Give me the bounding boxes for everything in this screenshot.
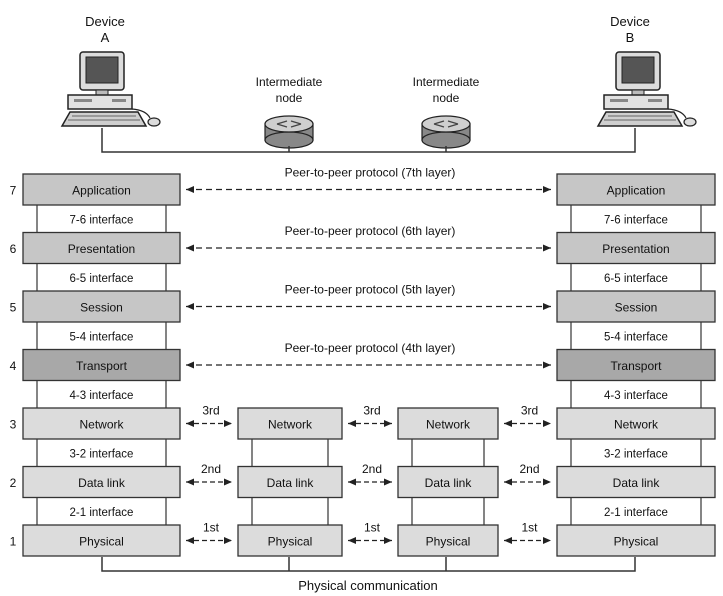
device-b-layer-5-box	[556, 290, 716, 323]
node1-layer-1-box	[237, 524, 343, 557]
layer-number-5: 5	[10, 301, 17, 315]
device-b-layer-2-label: Data link	[613, 476, 661, 490]
device-a-interface-3-label: 5-4 interface	[70, 332, 134, 344]
router-icon	[421, 115, 471, 149]
layer-number-7: 7	[10, 184, 17, 198]
peer-protocol-label-2: Peer-to-peer protocol (6th layer)	[285, 224, 456, 238]
node1-layer-3-box	[237, 407, 343, 440]
hop-label-data_link-1: 2nd	[201, 462, 221, 476]
device-a-layer-1-box	[22, 524, 181, 557]
physical-communication-line	[101, 557, 636, 572]
device-b-layer-7-label: Application	[607, 184, 666, 198]
device-a-layer-2-label: Data link	[78, 476, 126, 490]
node2-layer-1-label: Physical	[426, 535, 471, 549]
device-a-layer-3-box	[22, 407, 181, 440]
device-b-layer-1-label: Physical	[614, 535, 659, 549]
intermediate-node-2: Intermediate node	[413, 75, 480, 149]
intermediate-node-1: Intermediate node	[256, 75, 323, 149]
device-a-layer-4-box	[22, 348, 181, 382]
device-b-label-line2: B	[626, 30, 635, 45]
device-a-layer-1-label: Physical	[79, 535, 124, 549]
device-b: Device B	[597, 14, 697, 127]
device-b-layer-7-box	[556, 173, 716, 206]
intermediate-node-1-label-line2: node	[276, 91, 303, 105]
device-b-layer-4-box	[556, 348, 716, 382]
device-b-layer-2-box	[556, 465, 716, 499]
device-b-interface-3-label: 5-4 interface	[604, 332, 668, 344]
device-a-layer-4-label: Transport	[76, 359, 128, 373]
device-b-layer-3-label: Network	[614, 418, 659, 432]
node2-layer-3-label: Network	[426, 418, 471, 432]
computer-icon	[597, 51, 697, 127]
layer-number-6: 6	[10, 242, 17, 256]
node2-layer-2-label: Data link	[425, 476, 473, 490]
device-a-layer-5-box	[22, 290, 181, 323]
router-icon	[264, 115, 314, 149]
device-b-layer-3-box	[556, 407, 716, 440]
device-a-label-line1: Device	[85, 14, 125, 29]
node1-layer-1-label: Physical	[268, 535, 313, 549]
device-a-interface-5-label: 3-2 interface	[70, 449, 134, 461]
device-a-layer-7-label: Application	[72, 184, 131, 198]
node1-layer-3-label: Network	[268, 418, 313, 432]
device-b-layer-4-label: Transport	[611, 359, 663, 373]
node1-layer-2-label: Data link	[267, 476, 315, 490]
network-link-line	[101, 128, 636, 153]
device-b-label-line1: Device	[610, 14, 650, 29]
device-b-layer-6-box	[556, 231, 716, 265]
device-a-layer-6-label: Presentation	[68, 242, 135, 256]
computer-icon	[61, 51, 161, 127]
layer-number-2: 2	[10, 476, 17, 490]
hop-label-data_link-3: 2nd	[519, 462, 539, 476]
device-a-layer-7-box	[22, 173, 181, 206]
hop-label-data_link-2: 2nd	[362, 462, 382, 476]
device-a-interface-2-label: 6-5 interface	[70, 273, 134, 285]
hop-label-network-1: 3rd	[202, 404, 219, 418]
device-b-interface-2-label: 6-5 interface	[604, 273, 668, 285]
device-b-interface-1-label: 7-6 interface	[604, 215, 668, 227]
physical-communication-label: Physical communication	[298, 578, 437, 593]
device-a-interface-4-label: 4-3 interface	[70, 390, 134, 402]
intermediate-node-2-label-line1: Intermediate	[413, 75, 480, 89]
hop-label-network-3: 3rd	[521, 404, 538, 418]
device-b-layer-6-label: Presentation	[602, 242, 669, 256]
layer-number-4: 4	[10, 359, 17, 373]
node2-layer-2-box	[397, 465, 499, 499]
device-b-interface-5-label: 3-2 interface	[604, 449, 668, 461]
node2-layer-3-box	[397, 407, 499, 440]
intermediate-node-1-label-line1: Intermediate	[256, 75, 323, 89]
device-a-interface-6-label: 2-1 interface	[70, 507, 134, 519]
layer-number-1: 1	[10, 535, 17, 549]
device-a-interface-1-label: 7-6 interface	[70, 215, 134, 227]
device-a-layer-6-box	[22, 231, 181, 265]
peer-protocol-label-4: Peer-to-peer protocol (4th layer)	[285, 341, 456, 355]
node1-layer-2-box	[237, 465, 343, 499]
device-a: Device A	[61, 14, 161, 127]
device-b-layer-5-label: Session	[615, 301, 658, 315]
peer-protocol-label-3: Peer-to-peer protocol (5th layer)	[285, 283, 456, 297]
peer-protocol-label-1: Peer-to-peer protocol (7th layer)	[285, 166, 456, 180]
node2-layer-1-box	[397, 524, 499, 557]
device-a-label-line2: A	[101, 30, 110, 45]
device-a-layer-2-box	[22, 465, 181, 499]
hop-label-network-2: 3rd	[363, 404, 380, 418]
device-b-interface-6-label: 2-1 interface	[604, 507, 668, 519]
hop-label-physical-3: 1st	[521, 521, 538, 535]
device-a-layer-3-label: Network	[79, 418, 124, 432]
layer-number-3: 3	[10, 418, 17, 432]
device-b-interface-4-label: 4-3 interface	[604, 390, 668, 402]
device-b-layer-1-box	[556, 524, 716, 557]
hop-label-physical-1: 1st	[203, 521, 220, 535]
intermediate-node-2-label-line2: node	[433, 91, 460, 105]
device-a-layer-5-label: Session	[80, 301, 123, 315]
hop-label-physical-2: 1st	[364, 521, 381, 535]
